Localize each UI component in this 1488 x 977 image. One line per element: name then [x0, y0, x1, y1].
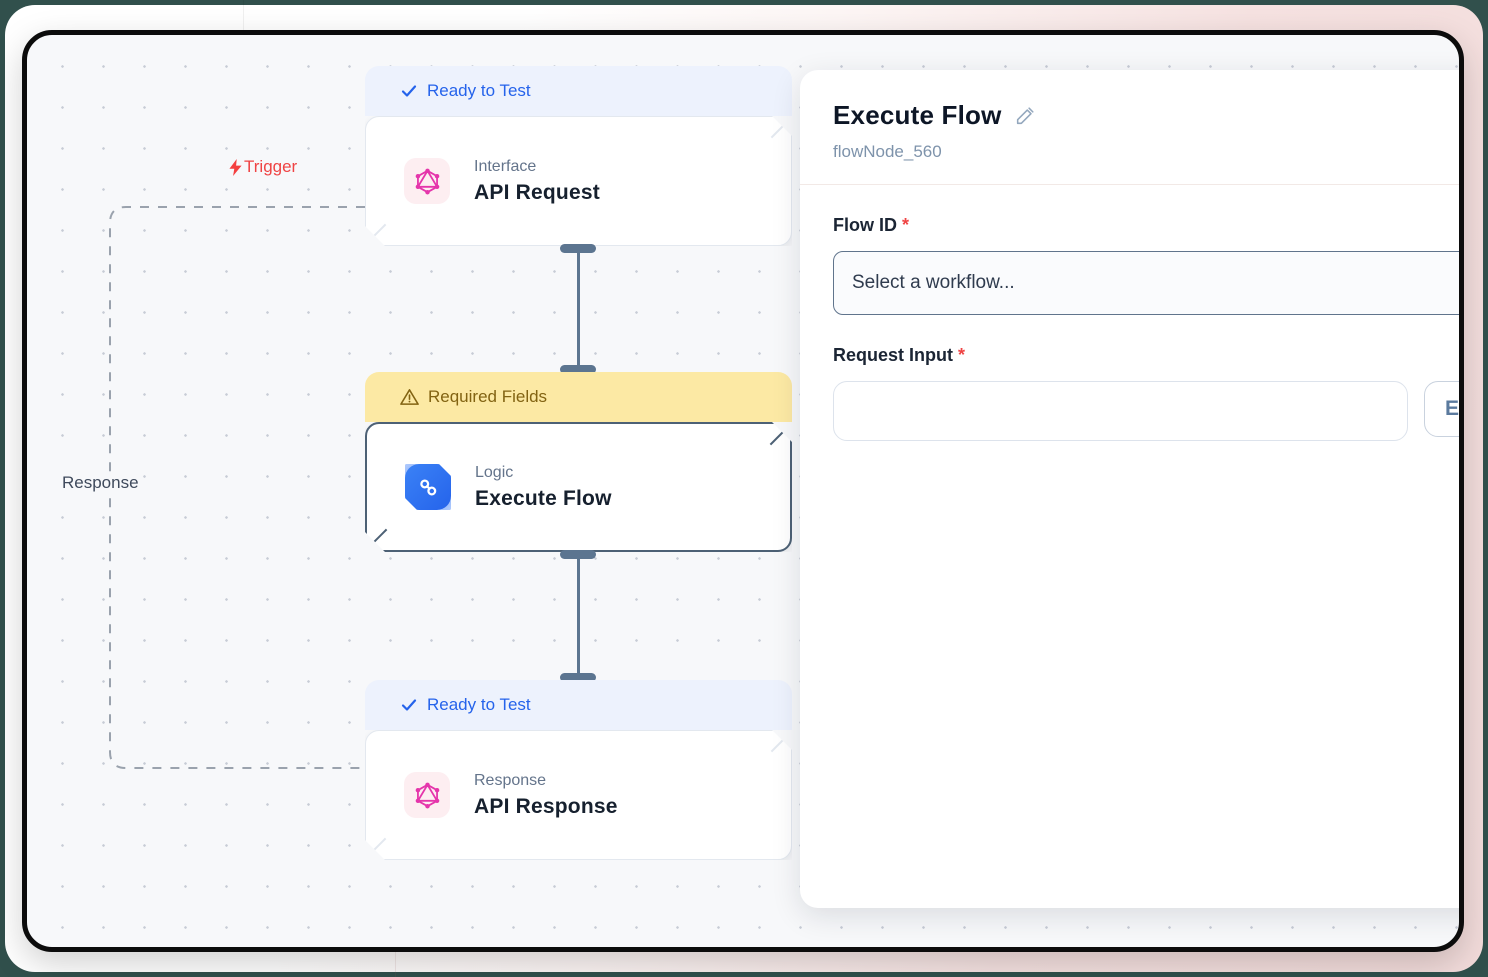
edge-connector	[560, 550, 596, 682]
check-icon	[401, 699, 417, 711]
flow-id-select[interactable]: Select a workflow...	[833, 251, 1459, 315]
node-title: Execute Flow	[475, 486, 612, 510]
required-marker: *	[958, 345, 966, 365]
flow-id-label: Flow ID*	[833, 215, 910, 235]
node-id-text: flowNode_560	[833, 142, 942, 161]
response-edge-label: Response	[59, 472, 142, 494]
page-divider-line	[395, 952, 396, 977]
node-title: API Response	[474, 794, 618, 818]
node-card[interactable]: Logic Execute Flow	[365, 422, 792, 552]
status-badge: Required Fields	[365, 372, 792, 422]
check-icon	[401, 85, 417, 97]
edit-pencil-icon[interactable]	[1014, 105, 1036, 127]
lightning-bolt-icon	[229, 158, 242, 176]
page-divider-line	[243, 0, 244, 30]
node-execute-flow[interactable]: Required Fields Logic Execute Flow	[365, 372, 792, 552]
node-api-response[interactable]: Ready to Test	[365, 680, 792, 860]
workflow-canvas[interactable]: Trigger Response Ready to Test	[27, 35, 1459, 947]
node-card[interactable]: Response API Response	[365, 730, 792, 860]
node-category: Interface	[474, 157, 537, 175]
app-window-frame: Trigger Response Ready to Test	[22, 30, 1464, 952]
request-input-field[interactable]	[833, 381, 1408, 441]
panel-title: Execute Flow	[833, 100, 1002, 130]
expand-input-button[interactable]: E	[1424, 381, 1459, 437]
status-badge: Ready to Test	[365, 680, 792, 730]
flow-icon	[405, 464, 451, 510]
graphql-icon	[404, 158, 450, 204]
edge-connector	[560, 244, 596, 374]
node-card[interactable]: Interface API Request	[365, 116, 792, 246]
graphql-icon	[404, 772, 450, 818]
required-marker: *	[902, 215, 910, 235]
request-input-label: Request Input*	[833, 345, 966, 365]
panel-divider	[800, 184, 1459, 185]
select-placeholder: Select a workflow...	[852, 272, 1015, 293]
node-api-request[interactable]: Ready to Test	[365, 66, 792, 246]
status-badge: Ready to Test	[365, 66, 792, 116]
node-category: Response	[474, 771, 547, 789]
node-config-panel: Execute Flow flowNode_560 Flow ID* Selec…	[800, 70, 1459, 908]
node-category: Logic	[475, 463, 514, 481]
warning-icon	[400, 389, 419, 405]
node-title: API Request	[474, 180, 600, 204]
trigger-edge-label: Trigger	[228, 157, 297, 177]
